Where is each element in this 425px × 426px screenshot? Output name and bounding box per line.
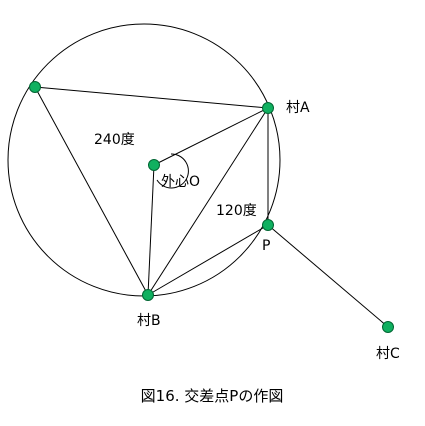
figure-caption: 図16. 交差点Pの作図 — [141, 387, 284, 405]
label-village-a: 村A — [286, 100, 310, 116]
segment-o-to-b — [147, 164, 155, 296]
point-village-b — [142, 289, 154, 301]
label-point-p: P — [262, 238, 270, 254]
label-village-c: 村C — [376, 346, 400, 362]
segment-top-left-to-b — [34, 86, 149, 296]
segment-a-to-b — [147, 107, 269, 296]
points — [29, 81, 394, 333]
label-village-b: 村B — [137, 313, 161, 329]
circumcircle — [7, 23, 281, 297]
label-angle-120: 120度 — [216, 203, 257, 219]
label-angle-240: 240度 — [94, 132, 135, 148]
point-p — [262, 219, 274, 231]
segment-b-to-p — [147, 224, 269, 296]
point-circumcenter — [148, 159, 160, 171]
segment-top-left-to-a — [34, 86, 269, 109]
angle-arc-240 — [156, 153, 189, 189]
point-top-left — [29, 81, 41, 93]
point-village-c — [382, 321, 394, 333]
label-circumcenter: 外心O — [161, 174, 200, 190]
point-village-a — [262, 102, 274, 114]
segment-p-to-c — [267, 224, 389, 328]
segment-o-to-a — [153, 107, 269, 166]
